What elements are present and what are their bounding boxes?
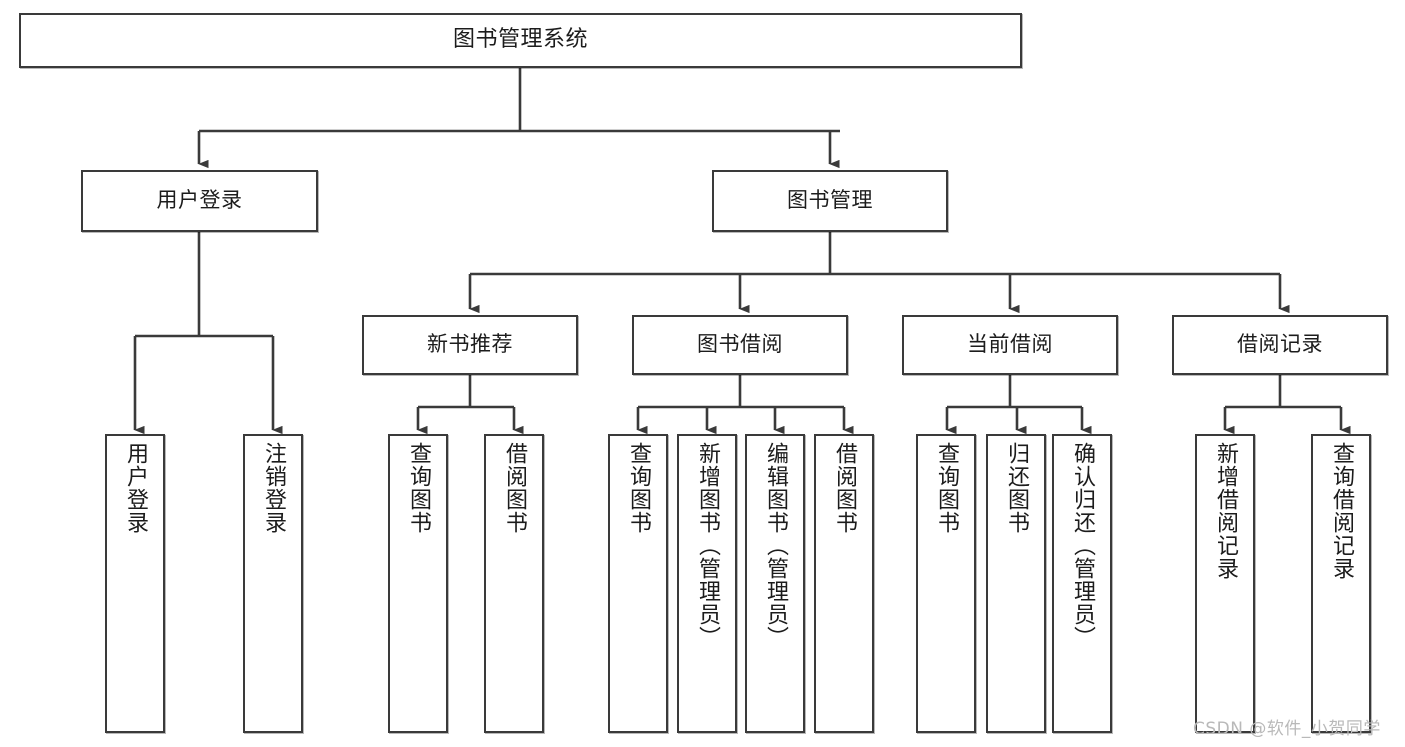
leaf-user-login[interactable]: 用户登录 (105, 434, 165, 733)
node-root-book-management-system[interactable]: 图书管理系统 (19, 13, 1022, 68)
node-current-borrow[interactable]: 当前借阅 (902, 315, 1118, 375)
leaf-add-book[interactable]: 新增图书（管理员） (677, 434, 737, 733)
node-label: 借阅记录 (1237, 332, 1323, 357)
node-new-book-recommend[interactable]: 新书推荐 (362, 315, 578, 375)
node-label: 图书借阅 (697, 332, 783, 357)
node-label: 查询借阅记录 (1329, 442, 1354, 580)
node-label: 查询图书 (626, 442, 651, 534)
leaf-query-book-3[interactable]: 查询图书 (916, 434, 976, 733)
node-label: 归还图书 (1004, 442, 1029, 534)
node-label: 图书管理 (787, 188, 873, 213)
node-label: 借阅图书 (502, 442, 527, 534)
node-label: 确认归还（管理员） (1070, 442, 1095, 649)
leaf-borrow-book-1[interactable]: 借阅图书 (484, 434, 544, 733)
node-label: 新增借阅记录 (1213, 442, 1238, 580)
node-book-borrow[interactable]: 图书借阅 (632, 315, 848, 375)
node-book-management[interactable]: 图书管理 (712, 170, 948, 232)
leaf-add-borrow-record[interactable]: 新增借阅记录 (1195, 434, 1255, 733)
node-label: 新增图书（管理员） (695, 442, 720, 649)
leaf-query-book-2[interactable]: 查询图书 (608, 434, 668, 733)
leaf-query-book-1[interactable]: 查询图书 (388, 434, 448, 733)
node-label: 借阅图书 (832, 442, 857, 534)
node-label: 当前借阅 (967, 332, 1053, 357)
node-label: 查询图书 (406, 442, 431, 534)
leaf-return-book[interactable]: 归还图书 (986, 434, 1046, 733)
node-label: 注销登录 (261, 442, 286, 534)
node-label: 新书推荐 (427, 332, 513, 357)
node-label: 用户登录 (123, 442, 148, 534)
leaf-query-borrow-record[interactable]: 查询借阅记录 (1311, 434, 1371, 733)
leaf-confirm-return[interactable]: 确认归还（管理员） (1052, 434, 1112, 733)
leaf-borrow-book-2[interactable]: 借阅图书 (814, 434, 874, 733)
node-borrow-record[interactable]: 借阅记录 (1172, 315, 1388, 375)
node-label: 用户登录 (156, 188, 243, 213)
csdn-watermark: CSDN @软件_小贺同学 (1193, 719, 1381, 739)
leaf-edit-book[interactable]: 编辑图书（管理员） (745, 434, 805, 733)
node-label: 查询图书 (934, 442, 959, 534)
node-label: 图书管理系统 (452, 27, 588, 53)
node-user-login[interactable]: 用户登录 (81, 170, 318, 232)
node-label: 编辑图书（管理员） (763, 442, 788, 649)
leaf-logout-login[interactable]: 注销登录 (243, 434, 303, 733)
